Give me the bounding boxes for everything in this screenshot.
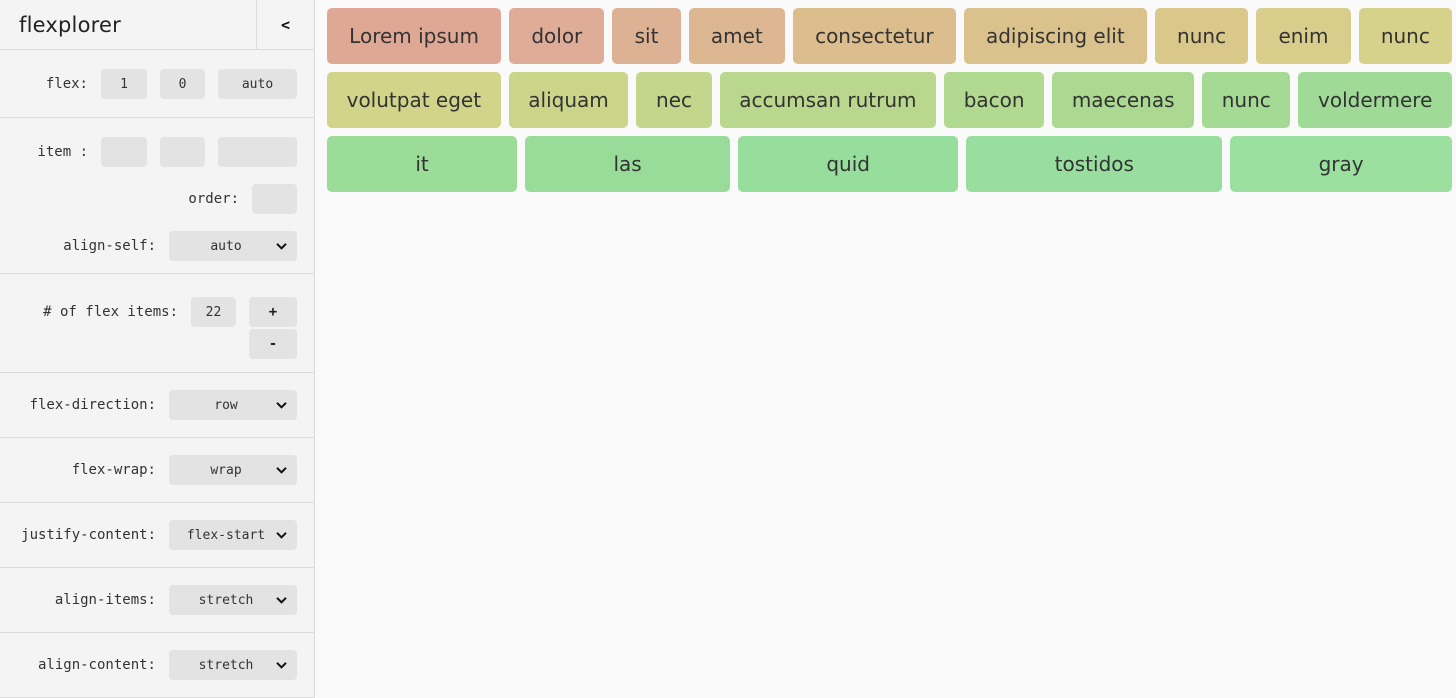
align-content-select[interactable]: stretch xyxy=(169,650,297,680)
item-overrides-section: item : order: align-self: auto xyxy=(0,118,314,274)
order-input[interactable] xyxy=(252,184,297,214)
flex-basis-input[interactable] xyxy=(218,69,297,99)
align-content-section: align-content: stretch xyxy=(0,633,314,698)
flex-item[interactable]: volutpat eget xyxy=(327,72,501,128)
flex-item[interactable]: it xyxy=(327,136,518,192)
item-flex-grow-input[interactable] xyxy=(101,137,147,167)
sidebar: flexplorer < flex: item : order: align-s… xyxy=(0,0,315,698)
flex-item[interactable]: accumsan rutrum xyxy=(719,72,937,128)
flex-item[interactable]: gray xyxy=(1230,136,1452,192)
flex-item[interactable]: quid xyxy=(738,136,959,192)
justify-content-select[interactable]: flex-start xyxy=(169,520,297,550)
align-items-select[interactable]: stretch xyxy=(169,585,297,615)
flex-wrap-label: flex-wrap: xyxy=(71,462,156,478)
flex-shrink-input[interactable] xyxy=(160,69,205,99)
align-content-label: align-content: xyxy=(37,657,156,673)
flex-direction-select[interactable]: row xyxy=(169,390,297,420)
item-count-input[interactable] xyxy=(191,297,236,327)
flex-item[interactable]: amet xyxy=(688,8,785,64)
flex-item[interactable]: nunc xyxy=(1154,8,1249,64)
align-items-label: align-items: xyxy=(54,592,156,608)
item-flex-shrink-input[interactable] xyxy=(160,137,205,167)
item-label: item : xyxy=(37,144,88,160)
flex-item[interactable]: nec xyxy=(636,72,712,128)
item-count-label: # of flex items: xyxy=(43,304,178,320)
flex-wrap-section: flex-wrap: wrap xyxy=(0,438,314,503)
chevron-down-icon xyxy=(276,662,287,669)
align-items-value: stretch xyxy=(198,592,254,608)
item-count-stepper: + - xyxy=(249,297,297,359)
flex-direction-section: flex-direction: row xyxy=(0,373,314,438)
flex-item[interactable]: adipiscing elit xyxy=(963,8,1147,64)
flex-item[interactable]: voldermere xyxy=(1298,72,1453,128)
flex-item[interactable]: dolor xyxy=(509,8,605,64)
chevron-down-icon xyxy=(276,402,287,409)
flex-item[interactable]: las xyxy=(525,136,731,192)
item-flex-basis-input[interactable] xyxy=(218,137,297,167)
justify-content-section: justify-content: flex-start xyxy=(0,503,314,568)
flex-label: flex: xyxy=(45,76,88,92)
flex-item[interactable]: nunc xyxy=(1358,8,1453,64)
align-self-value: auto xyxy=(210,238,242,254)
chevron-down-icon xyxy=(276,243,287,250)
flex-item[interactable]: Lorem ipsum xyxy=(327,8,502,64)
flex-item[interactable]: sit xyxy=(612,8,681,64)
sidebar-header: flexplorer < xyxy=(0,0,314,50)
remove-item-button[interactable]: - xyxy=(249,329,297,359)
chevron-down-icon xyxy=(276,532,287,539)
align-items-section: align-items: stretch xyxy=(0,568,314,633)
flex-grow-input[interactable] xyxy=(101,69,147,99)
justify-content-label: justify-content: xyxy=(21,527,156,543)
flex-wrap-select[interactable]: wrap xyxy=(169,455,297,485)
flex-item[interactable]: nunc xyxy=(1202,72,1291,128)
flex-wrap-value: wrap xyxy=(210,462,242,478)
flex-shorthand-section: flex: xyxy=(0,50,314,118)
page-title: flexplorer xyxy=(19,12,121,37)
item-count-section: # of flex items: + - xyxy=(0,274,314,373)
flex-direction-value: row xyxy=(214,397,238,413)
title-cell: flexplorer xyxy=(0,0,257,49)
chevron-down-icon xyxy=(276,467,287,474)
chevron-down-icon xyxy=(276,597,287,604)
flex-item[interactable]: consectetur xyxy=(792,8,956,64)
add-item-button[interactable]: + xyxy=(249,297,297,327)
flex-direction-label: flex-direction: xyxy=(29,397,156,413)
order-label: order: xyxy=(188,191,239,207)
collapse-sidebar-button[interactable]: < xyxy=(257,0,314,49)
align-self-select[interactable]: auto xyxy=(169,231,297,261)
chevron-left-icon: < xyxy=(280,15,291,34)
flex-item[interactable]: enim xyxy=(1256,8,1351,64)
flex-item[interactable]: maecenas xyxy=(1052,72,1195,128)
align-content-value: stretch xyxy=(198,657,254,673)
flex-item[interactable]: bacon xyxy=(944,72,1045,128)
align-self-label: align-self: xyxy=(63,238,156,254)
flex-item[interactable]: tostidos xyxy=(966,136,1223,192)
justify-content-value: flex-start xyxy=(186,527,266,543)
flex-item[interactable]: aliquam xyxy=(508,72,629,128)
